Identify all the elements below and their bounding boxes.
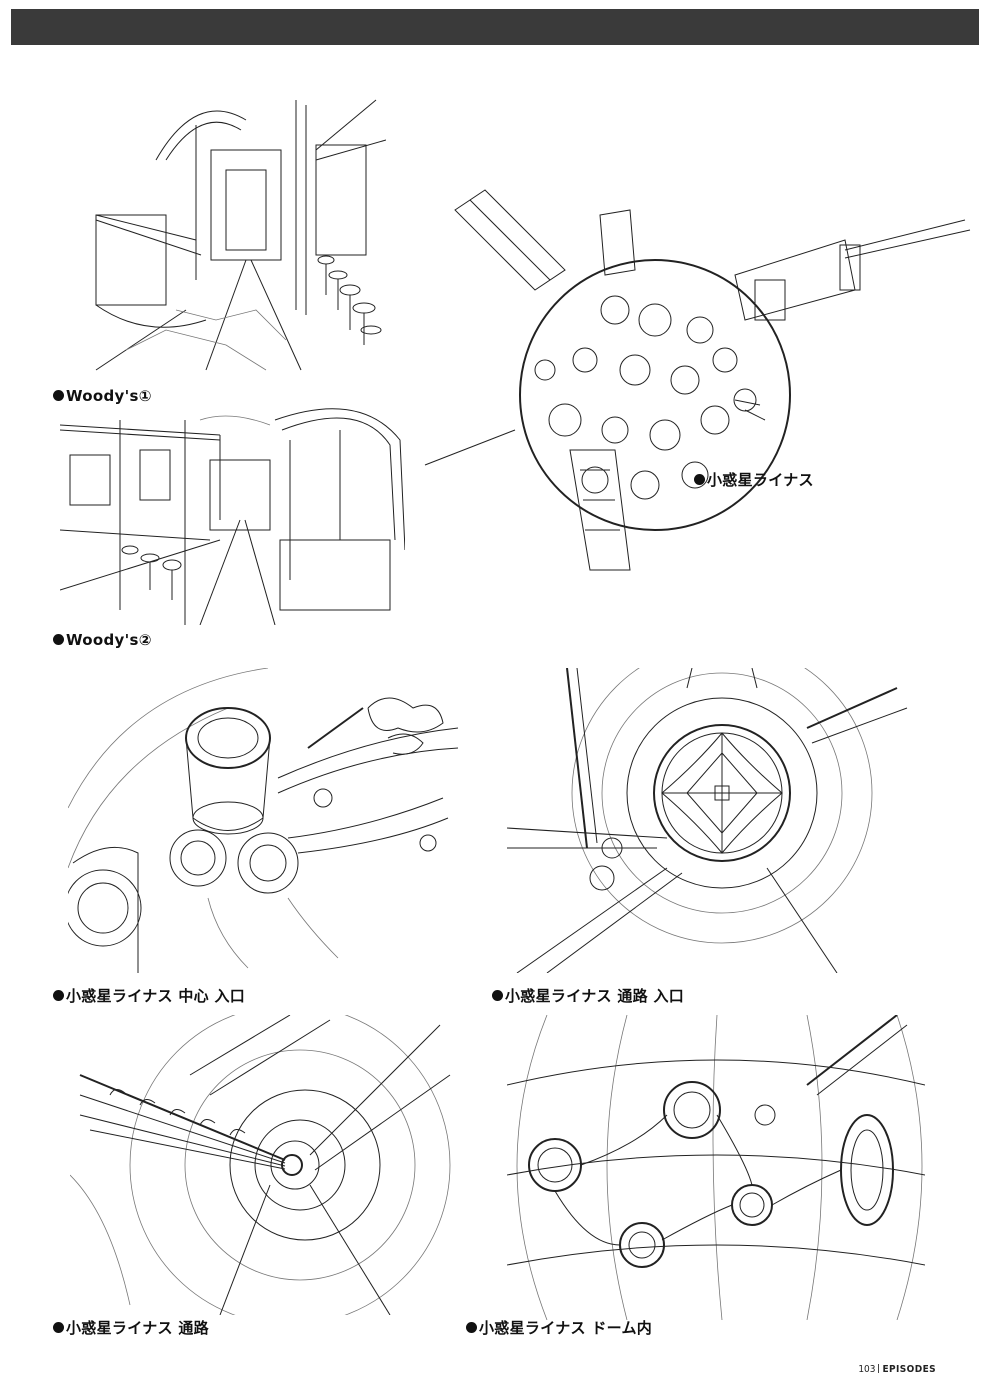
sketch-woodys-2: [60, 400, 405, 625]
caption-woodys-2: Woody's②: [53, 630, 152, 650]
sketch-passage: [70, 1015, 472, 1315]
footer-divider: [878, 1364, 880, 1373]
bullet-icon: [53, 990, 64, 1001]
page-number: 103: [858, 1364, 876, 1375]
bullet-icon: [53, 1322, 64, 1333]
caption-center-entrance: 小惑星ライナス 中心 入口: [53, 986, 245, 1006]
section-name: EPISODES: [882, 1364, 936, 1375]
page-footer: 103 EPISODES: [858, 1364, 936, 1375]
bullet-icon: [466, 1322, 477, 1333]
sketch-woodys-1: [86, 80, 386, 375]
sketch-passage-entrance: [507, 668, 925, 973]
bullet-icon: [53, 390, 64, 401]
header-bar: [11, 9, 979, 45]
bullet-icon: [694, 474, 705, 485]
bullet-icon: [53, 634, 64, 645]
bullet-icon: [492, 990, 503, 1001]
caption-passage: 小惑星ライナス 通路: [53, 1318, 209, 1338]
caption-woodys-1: Woody's①: [53, 386, 152, 406]
sketch-dome-interior: [507, 1015, 925, 1320]
sketch-center-entrance: [68, 668, 468, 973]
caption-dome-interior: 小惑星ライナス ドーム内: [466, 1318, 652, 1338]
sketch-asteroid-linus: [415, 180, 975, 575]
caption-passage-entrance: 小惑星ライナス 通路 入口: [492, 986, 684, 1006]
caption-asteroid: 小惑星ライナス: [694, 470, 814, 490]
